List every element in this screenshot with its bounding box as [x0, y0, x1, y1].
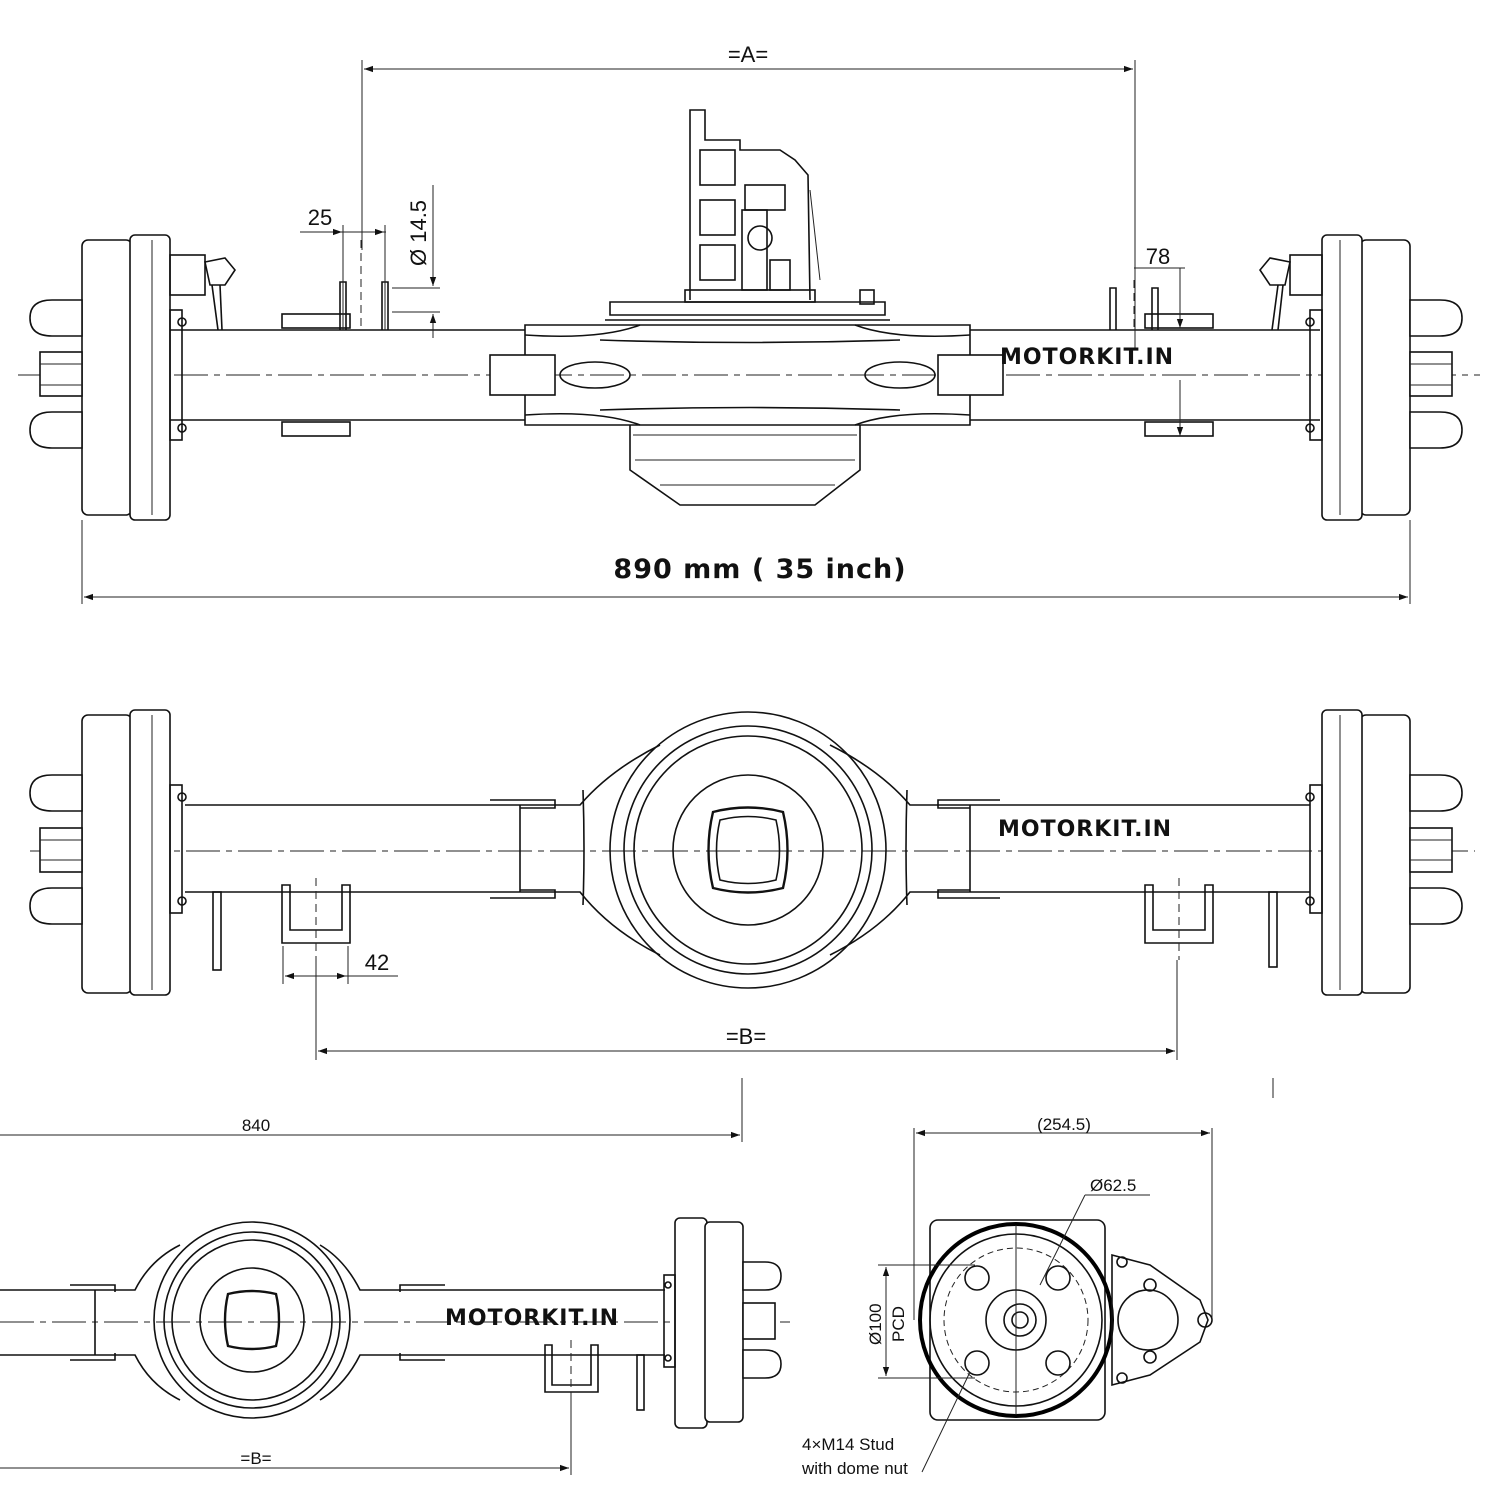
watermark-bottom: MOTORKIT.IN — [445, 1306, 619, 1331]
dim-840-label: 840 — [242, 1116, 270, 1135]
dim-78-label: 78 — [1146, 244, 1170, 269]
front-view: 42 =B= MOTORKIT.IN — [29, 709, 1475, 1060]
dim-2545-label: (254.5) — [1037, 1115, 1091, 1134]
dim-25-label: 25 — [308, 205, 332, 230]
watermark-middle: MOTORKIT.IN — [998, 817, 1172, 842]
top-view: =A= 25 Ø 14.5 78 890 mm ( 35 inch) MOTOR… — [18, 42, 1480, 604]
partial-view: 840 =B= M — [0, 1078, 1274, 1475]
dim-dia-625-label: Ø62.5 — [1090, 1176, 1136, 1195]
dim-a-label: =A= — [728, 42, 768, 67]
overall-width-label: 890 mm ( 35 inch) — [613, 554, 906, 585]
dim-pcd-label: PCD — [889, 1306, 908, 1342]
dim-42-label: 42 — [365, 950, 389, 975]
side-view: (254.5) Ø62.5 Ø100 PCD 4 — [801, 1115, 1213, 1478]
dim-dia-145-label: Ø 14.5 — [406, 200, 431, 266]
dim-pcd-dia-label: Ø100 — [866, 1303, 885, 1345]
dim-b-partial-label: =B= — [240, 1449, 271, 1468]
watermark-top: MOTORKIT.IN — [1000, 345, 1174, 370]
stud-note-line1: 4×M14 Stud — [802, 1435, 894, 1454]
dim-b-label: =B= — [726, 1024, 766, 1049]
stud-note-line2: with dome nut — [801, 1459, 908, 1478]
